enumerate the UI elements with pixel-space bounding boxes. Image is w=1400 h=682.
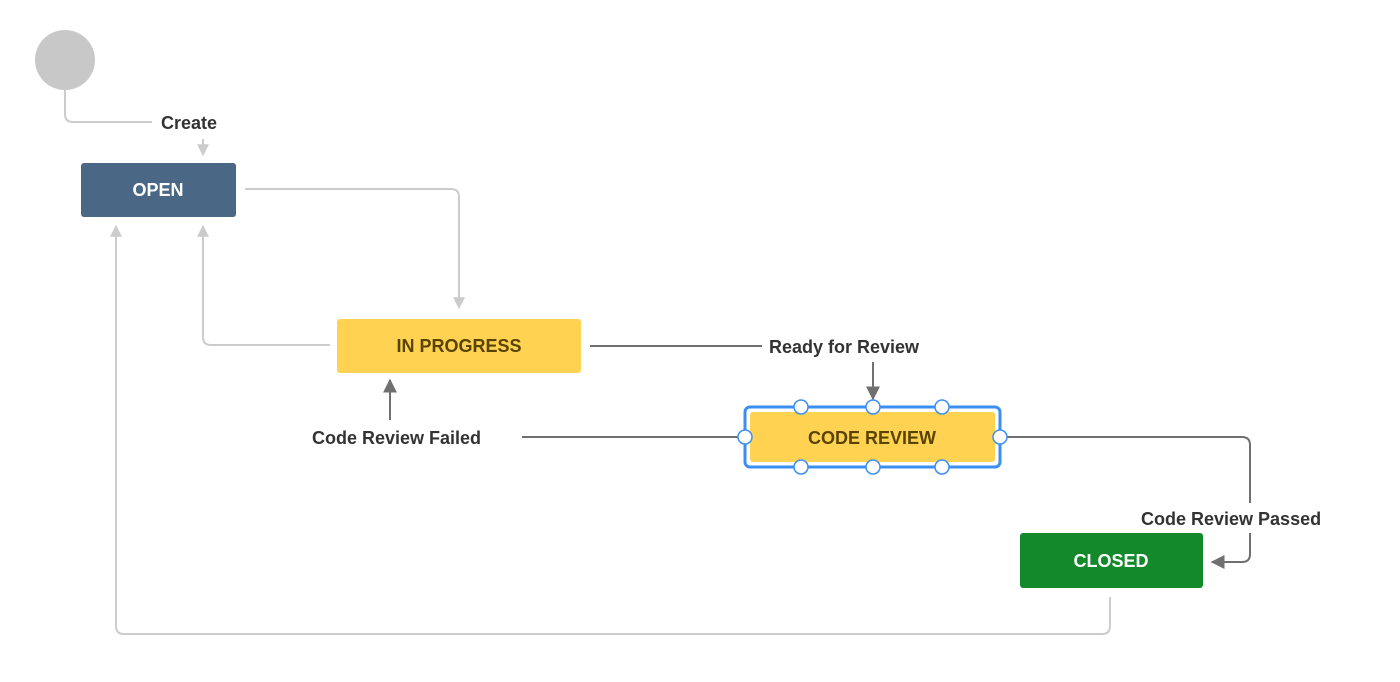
transition-line-code-review-passed[interactable] [1000, 436, 1251, 503]
inactive-transitions [64, 90, 1111, 635]
status-code-review[interactable]: CODE REVIEW [743, 405, 1002, 469]
status-code-review-box [750, 412, 995, 462]
status-closed-box [1020, 533, 1203, 588]
handle-top-left[interactable] [793, 399, 809, 415]
handle-left[interactable] [737, 429, 753, 445]
handle-right[interactable] [992, 429, 1008, 445]
transition-arrow-code-review-passed[interactable] [1210, 533, 1251, 569]
status-code-review-label: CODE REVIEW [808, 428, 936, 448]
transition-label-code-review-failed[interactable]: Code Review Failed [312, 428, 481, 448]
handle-bottom-right[interactable] [934, 459, 950, 475]
status-in-progress-box [337, 319, 581, 373]
transition-line-in-progress-to-open[interactable] [197, 224, 330, 346]
status-in-progress-label: IN PROGRESS [396, 336, 521, 356]
status-open-box [81, 163, 236, 217]
handle-top-center[interactable] [865, 399, 881, 415]
handle-bottom-center[interactable] [865, 459, 881, 475]
transition-label-code-review-passed[interactable]: Code Review Passed [1141, 509, 1321, 529]
transition-line-create[interactable] [64, 90, 152, 123]
transition-label-create[interactable]: Create [161, 113, 217, 133]
status-closed-label: CLOSED [1073, 551, 1148, 571]
status-in-progress[interactable]: IN PROGRESS [337, 319, 581, 373]
status-closed[interactable]: CLOSED [1020, 533, 1203, 588]
handle-top-right[interactable] [934, 399, 950, 415]
active-transitions [383, 345, 1251, 569]
selection-handles [737, 399, 1008, 475]
transition-label-ready-for-review[interactable]: Ready for Review [769, 337, 920, 357]
status-open-label: OPEN [132, 180, 183, 200]
handle-bottom-left[interactable] [793, 459, 809, 475]
transition-line-open-to-in-progress[interactable] [245, 188, 465, 310]
start-node[interactable] [35, 30, 95, 90]
status-open[interactable]: OPEN [81, 163, 236, 217]
transition-line-closed-to-open[interactable] [110, 224, 1111, 635]
